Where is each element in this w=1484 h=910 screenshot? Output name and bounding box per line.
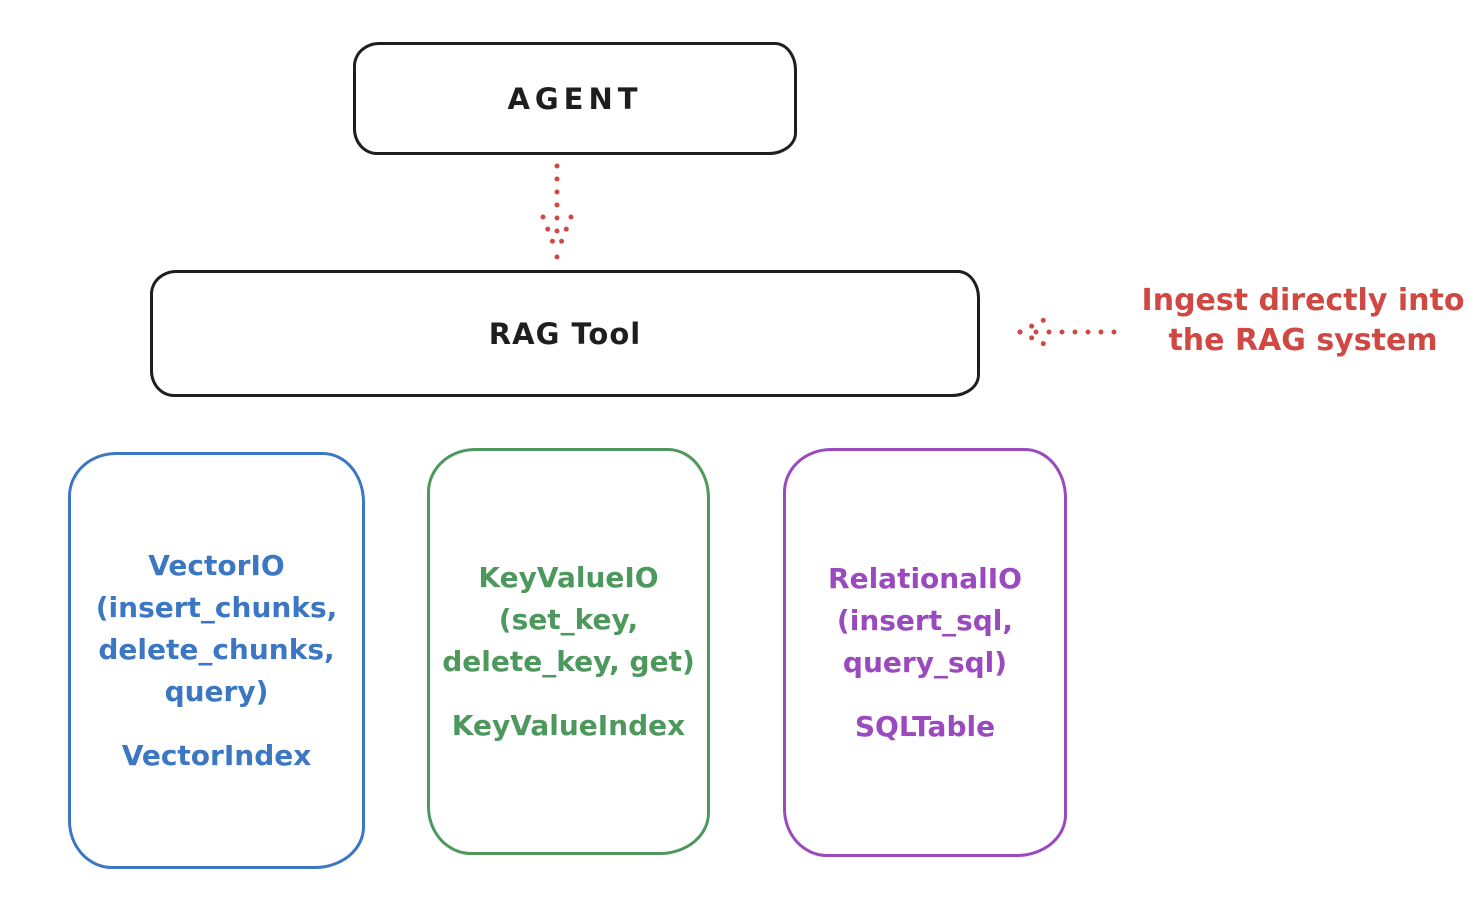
relational-io-content: RelationalIO (insert_sql, query_sql) SQL… [828,558,1022,748]
vector-io-line: query) [164,674,269,708]
relational-io-line: (insert_sql, [836,603,1014,637]
vector-index-label: VectorIndex [121,738,312,772]
rag-tool-label: RAG Tool [488,316,642,351]
ingest-annotation: Ingest directly into the RAG system [1140,281,1466,361]
keyvalue-io-line: (set_key, [498,602,639,636]
keyvalue-io-node: KeyValueIO (set_key, delete_key, get) Ke… [427,448,710,855]
agent-label: AGENT [507,81,643,116]
vector-io-line: delete_chunks, [98,632,335,666]
annotation-to-ragtool-arrow-icon [1017,315,1117,349]
vector-io-node: VectorIO (insert_chunks, delete_chunks, … [68,452,365,869]
rag-tool-node: RAG Tool [150,270,980,397]
vector-io-line: VectorIO [148,548,285,582]
keyvalue-io-line: delete_key, get) [442,644,695,678]
vector-io-content: VectorIO (insert_chunks, delete_chunks, … [96,545,338,777]
relational-io-line: query_sql) [842,645,1008,679]
agent-node: AGENT [353,42,797,155]
ingest-annotation-line1: Ingest directly into [1141,283,1465,318]
sql-table-label: SQLTable [854,709,996,743]
keyvalue-io-content: KeyValueIO (set_key, delete_key, get) Ke… [442,557,695,747]
relational-io-line: RelationalIO [828,561,1022,595]
keyvalue-index-label: KeyValueIndex [451,708,686,742]
vector-io-line: (insert_chunks, [95,590,338,624]
relational-io-node: RelationalIO (insert_sql, query_sql) SQL… [783,448,1067,857]
agent-to-ragtool-arrow-icon [540,163,574,260]
ingest-annotation-line2: the RAG system [1168,323,1438,358]
keyvalue-io-line: KeyValueIO [478,560,659,594]
